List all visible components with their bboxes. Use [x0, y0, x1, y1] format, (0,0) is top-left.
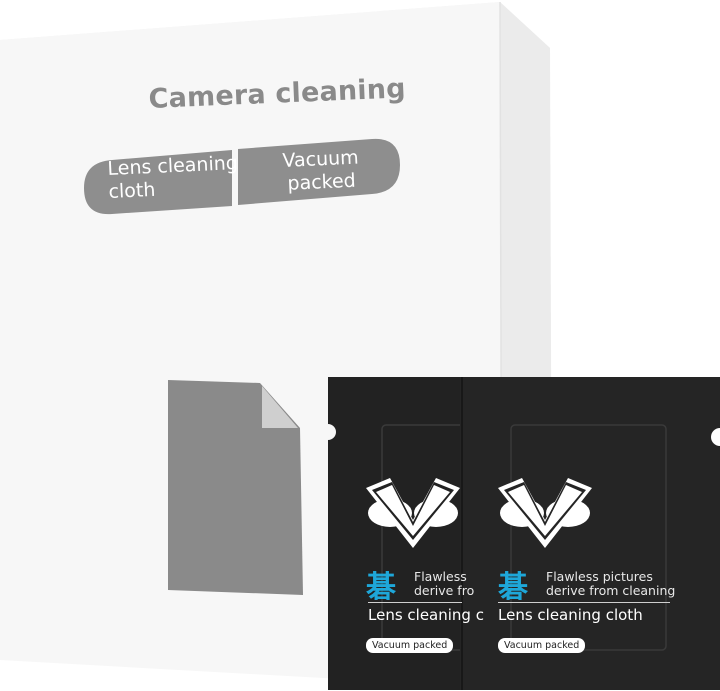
- box-pill-label: [84, 138, 400, 215]
- document-icon: [168, 380, 303, 595]
- sachet-2: [460, 377, 720, 690]
- v-logo-1: [366, 478, 460, 548]
- sachet-1: [328, 377, 475, 690]
- v-logo-2: [498, 478, 592, 548]
